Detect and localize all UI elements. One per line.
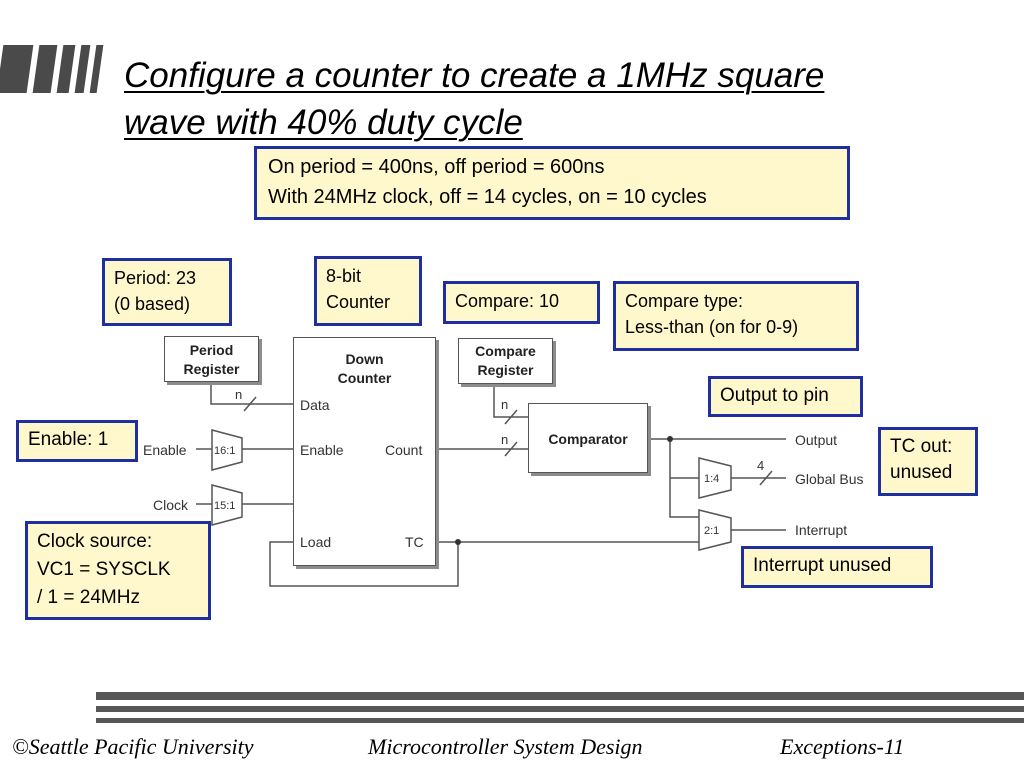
- period-callout-line-2: (0 based): [114, 294, 191, 314]
- input-label-clock: Clock: [153, 497, 189, 513]
- enable-callout-line-1: Enable: 1: [28, 429, 109, 450]
- tc-out-callout: TC out: unused: [878, 427, 978, 496]
- port-label-enable: Enable: [300, 442, 344, 458]
- counter-callout: 8-bit Counter: [314, 256, 422, 326]
- compare-type-callout-line-2: Less-than (on for 0-9): [625, 317, 799, 337]
- tc-out-callout-line-2: unused: [890, 462, 953, 483]
- port-label-tc: TC: [405, 534, 424, 550]
- mux-label-clock: 15:1: [214, 500, 236, 512]
- mux-label-bus: 1:4: [704, 473, 720, 485]
- period-register-line-2: Register: [183, 361, 240, 377]
- period-callout: Period: 23 (0 based): [102, 258, 232, 326]
- slide-title-line-2: wave with 40% duty cycle: [124, 103, 523, 142]
- output-pin-callout: Output to pin: [708, 376, 863, 417]
- slide-title: Configure a counter to create a 1MHz squ…: [124, 52, 984, 146]
- bus-width-global-bus: 4: [757, 458, 765, 473]
- down-counter-block: Down Counter: [293, 337, 436, 566]
- port-label-count: Count: [385, 442, 423, 458]
- comparator-block: Comparator: [528, 403, 648, 473]
- mux-label-interrupt: 2:1: [704, 525, 720, 537]
- enable-callout: Enable: 1: [16, 420, 138, 462]
- footer-slide-id: Exceptions-11: [780, 734, 905, 759]
- timing-info-line-2: With 24MHz clock, off = 14 cycles, on = …: [268, 186, 707, 208]
- compare-register-line-1: Compare: [475, 343, 536, 359]
- bus-width-count: n: [501, 432, 509, 447]
- footer-course: Microcontroller System Design: [368, 734, 643, 759]
- counter-callout-line-1: 8-bit: [326, 266, 362, 286]
- compare-register-block: Compare Register: [458, 338, 553, 384]
- compare-register-line-2: Register: [477, 362, 534, 378]
- down-counter-line-1: Down: [345, 351, 384, 367]
- bus-width-compare-register: n: [501, 397, 509, 412]
- output-label-interrupt: Interrupt: [795, 522, 848, 538]
- timing-info-callout: On period = 400ns, off period = 600ns Wi…: [254, 146, 850, 220]
- down-counter-line-2: Counter: [337, 370, 392, 386]
- input-label-enable: Enable: [143, 442, 187, 458]
- interrupt-callout: Interrupt unused: [741, 546, 933, 588]
- output-label-global-bus: Global Bus: [795, 471, 864, 487]
- footer-copyright: ©Seattle Pacific University: [12, 734, 254, 759]
- bus-width-data: n: [235, 387, 243, 402]
- timing-info-line-1: On period = 400ns, off period = 600ns: [268, 156, 605, 178]
- interrupt-callout-line-1: Interrupt unused: [753, 555, 892, 576]
- comparator-label: Comparator: [548, 431, 628, 447]
- port-label-load: Load: [300, 534, 332, 550]
- compare-type-callout-line-1: Compare type:: [625, 291, 744, 311]
- compare-callout-line-1: Compare: 10: [455, 291, 560, 311]
- output-pin-callout-line-1: Output to pin: [720, 385, 829, 406]
- compare-callout: Compare: 10: [443, 281, 600, 324]
- clock-source-callout-line-1: Clock source:: [37, 531, 153, 552]
- slide-title-line-1: Configure a counter to create a 1MHz squ…: [124, 56, 825, 95]
- clock-source-callout-line-2: VC1 = SYSCLK: [37, 559, 171, 580]
- clock-source-callout-line-3: / 1 = 24MHz: [37, 587, 140, 608]
- compare-type-callout: Compare type: Less-than (on for 0-9): [613, 281, 859, 351]
- tc-out-callout-line-1: TC out:: [890, 436, 953, 457]
- port-label-data: Data: [300, 397, 330, 413]
- period-callout-line-1: Period: 23: [114, 268, 197, 288]
- period-register-block: Period Register: [164, 336, 259, 382]
- clock-source-callout: Clock source: VC1 = SYSCLK / 1 = 24MHz: [25, 521, 211, 620]
- mux-label-enable: 16:1: [214, 445, 236, 457]
- counter-callout-line-2: Counter: [326, 292, 391, 312]
- period-register-line-1: Period: [189, 342, 234, 358]
- output-label-output: Output: [795, 432, 838, 448]
